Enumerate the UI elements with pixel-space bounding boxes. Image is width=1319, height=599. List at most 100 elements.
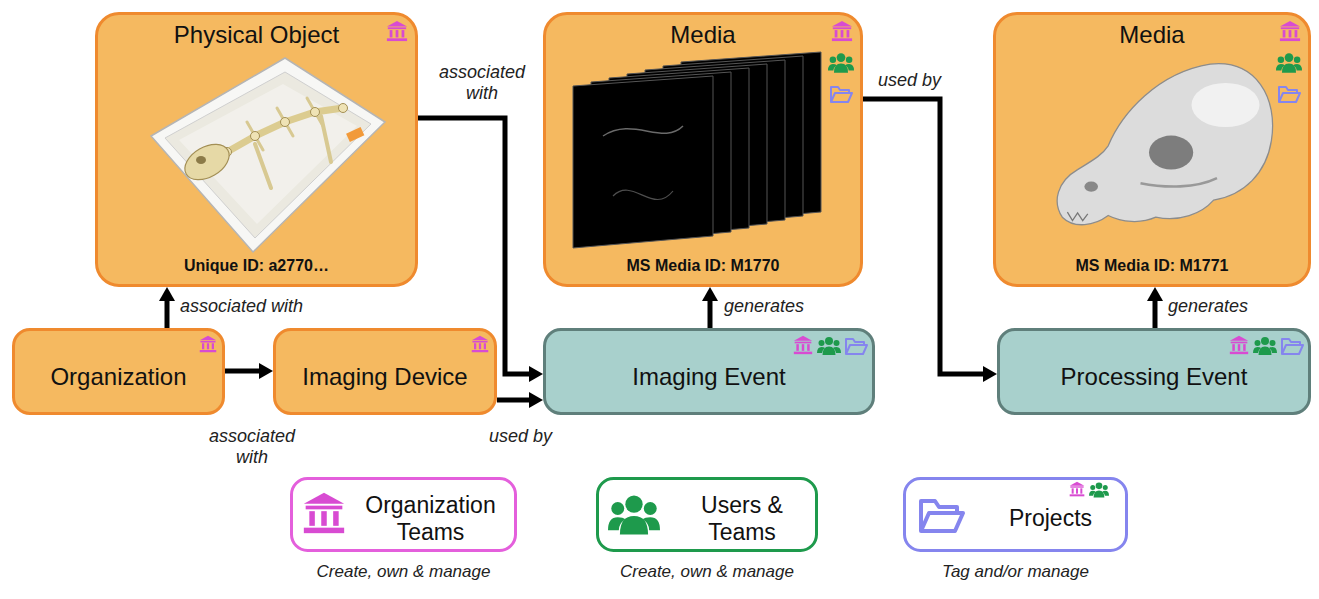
icon-part xyxy=(1289,30,1292,37)
process-box: Organization xyxy=(12,328,225,415)
rib xyxy=(247,122,263,150)
box-floor xyxy=(165,72,371,238)
legend-title: Organization Teams xyxy=(290,477,517,552)
icon-part xyxy=(390,30,393,37)
legend-caption: Tag and/or manage xyxy=(903,562,1128,582)
teeth xyxy=(1067,212,1087,221)
icon-part xyxy=(321,511,327,526)
icon-part xyxy=(1259,347,1272,356)
icon-part xyxy=(620,516,648,534)
icon-part xyxy=(835,30,838,37)
icon-part xyxy=(1076,488,1078,493)
edge-label: used by xyxy=(487,426,554,447)
icon-part xyxy=(1070,494,1085,496)
icon-part xyxy=(796,344,799,351)
eye-socket xyxy=(196,156,206,164)
box-title: Media xyxy=(670,21,735,50)
bone-section xyxy=(631,186,691,195)
museum-icon xyxy=(1070,482,1085,497)
eye-socket xyxy=(1149,136,1193,170)
icon-part xyxy=(831,87,849,102)
legend-box: ProjectsTag and/or manage xyxy=(903,477,1128,587)
plastic-bag xyxy=(179,84,357,224)
ct-slice xyxy=(609,68,749,240)
icon-part xyxy=(1231,342,1248,344)
process-box: Imaging Event xyxy=(543,328,875,415)
limb-bone xyxy=(255,144,271,188)
icon-part xyxy=(794,336,812,341)
node-drawing xyxy=(543,12,863,287)
bone-section xyxy=(613,190,673,199)
legend-box: Users & TeamsCreate, own & manage xyxy=(596,477,818,587)
icon-part xyxy=(396,30,399,37)
icon-part xyxy=(1230,336,1248,341)
rib xyxy=(307,98,323,126)
bone-section xyxy=(667,178,727,187)
icon-part xyxy=(830,57,837,64)
connector-arrow xyxy=(708,301,713,328)
icon-part xyxy=(402,30,405,37)
icon-part xyxy=(472,336,489,341)
icon-part xyxy=(817,347,825,353)
connector-arrow xyxy=(863,99,983,374)
museum-icon xyxy=(1230,336,1248,354)
edge-label: used by xyxy=(876,70,943,91)
ct-slice xyxy=(573,76,713,248)
edge-label: generates xyxy=(1166,296,1250,317)
icon-part xyxy=(1269,347,1277,353)
icon-part xyxy=(807,344,810,351)
vertebra xyxy=(311,108,320,117)
legend-caption: Create, own & manage xyxy=(596,562,818,582)
icon-part xyxy=(825,337,833,345)
icon-part xyxy=(1080,488,1082,493)
vertebra xyxy=(223,148,232,157)
users-icon xyxy=(1089,483,1109,498)
icon-part xyxy=(794,352,812,355)
icon-part xyxy=(1281,27,1299,29)
box-title: Physical Object xyxy=(174,21,339,50)
icon-part xyxy=(921,513,963,531)
bone-section xyxy=(649,182,709,191)
folder-icon xyxy=(1279,87,1300,102)
folder-icon xyxy=(831,87,852,102)
icon-part xyxy=(841,30,844,37)
icon-part xyxy=(1230,352,1248,355)
media-box: MediaMS Media ID: M1771 xyxy=(993,12,1311,287)
edge-label: associated with xyxy=(430,62,534,103)
icon-part xyxy=(200,350,217,352)
icon-part xyxy=(479,343,481,349)
icon-part xyxy=(644,502,657,515)
icon-part xyxy=(846,339,864,354)
icon-part xyxy=(837,53,846,62)
highlight xyxy=(1192,83,1260,127)
icon-part xyxy=(1279,87,1297,102)
zygomatic-arch xyxy=(1141,178,1218,186)
bone-section xyxy=(603,126,683,136)
specimen-box xyxy=(151,58,385,252)
icon-part xyxy=(1253,347,1261,353)
icon-part xyxy=(846,57,853,64)
ct-slice xyxy=(663,56,803,228)
icon-part xyxy=(472,350,489,352)
icon-part xyxy=(1090,485,1095,490)
drawing-part xyxy=(573,21,854,248)
icon-part xyxy=(846,345,867,354)
legend-title: Projects xyxy=(903,477,1128,552)
icon-part xyxy=(201,341,216,343)
bone-section xyxy=(621,122,701,132)
skull-model xyxy=(1057,64,1272,225)
edge-label: associated with xyxy=(200,426,304,467)
icon-part xyxy=(387,21,407,27)
icon-part xyxy=(802,344,805,351)
museum-icon xyxy=(472,336,489,353)
icon-part xyxy=(473,341,488,343)
ct-slice xyxy=(645,60,785,232)
drawing-part xyxy=(1057,21,1302,225)
users-icon xyxy=(1276,53,1302,73)
icon-part xyxy=(1255,340,1261,346)
media-id: Unique ID: a2770… xyxy=(184,256,329,275)
connector-arrow xyxy=(165,301,170,328)
process-box: Imaging Device xyxy=(273,328,497,415)
connector-arrow xyxy=(225,369,259,374)
specimen-tag xyxy=(346,127,364,142)
